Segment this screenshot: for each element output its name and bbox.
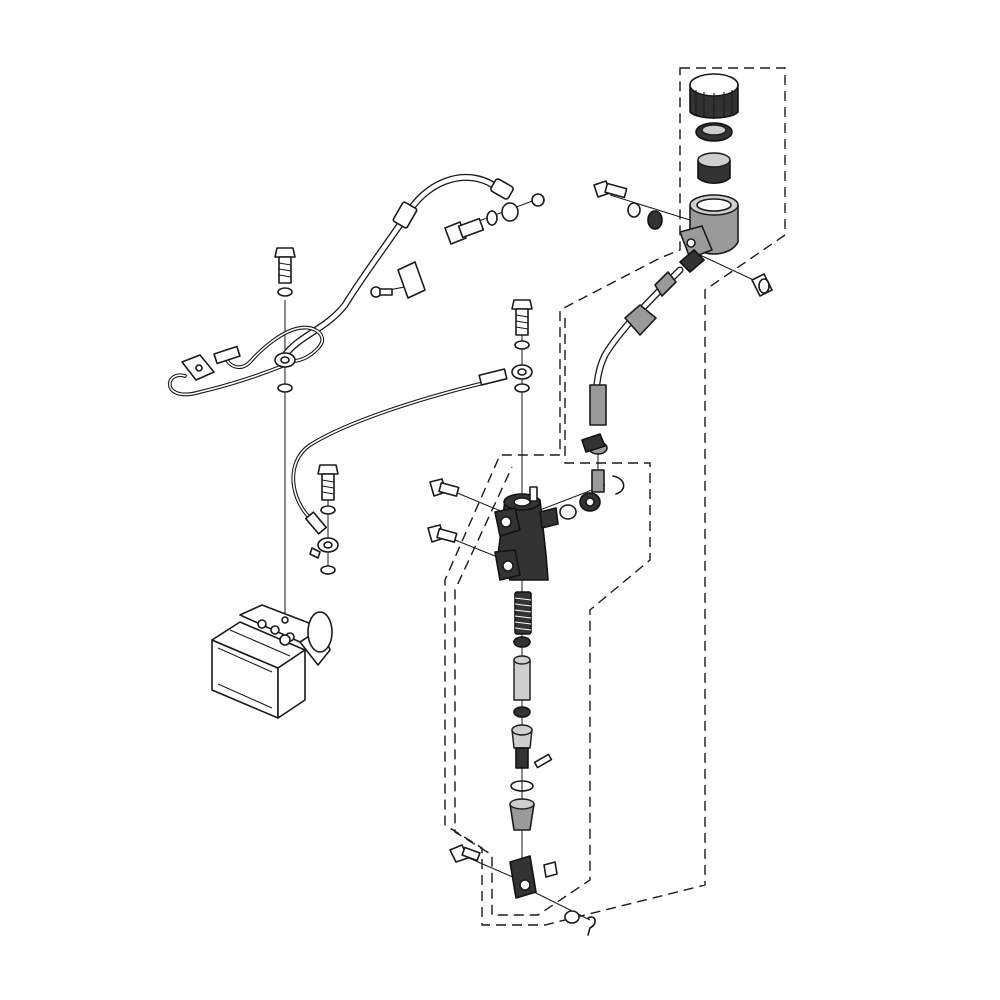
- clevis-washer: [564, 910, 580, 924]
- reservoir-hose: [589, 266, 684, 426]
- banjo-bolt-left: [274, 247, 296, 284]
- brake-hose-upper: [281, 173, 514, 359]
- mounting-bolt-lower: [427, 524, 458, 543]
- brake-pipe-left: [167, 325, 325, 397]
- fluid-reservoir: [679, 194, 739, 273]
- hose-clamp: [370, 261, 426, 299]
- banjo-bolt-middle: [309, 464, 339, 575]
- dust-boot: [509, 798, 535, 831]
- reservoir-bolt: [593, 180, 663, 230]
- push-rod-clevis: [509, 855, 558, 899]
- reservoir-cap: [689, 73, 739, 119]
- snap-ring: [510, 780, 534, 792]
- brake-pipe-long: [291, 368, 508, 535]
- piston: [513, 655, 531, 718]
- diaphragm-plate: [697, 152, 731, 185]
- inlet-fitting: [559, 433, 625, 520]
- banjo-fitting-left: [274, 352, 296, 368]
- push-rod-assembly: [511, 724, 553, 769]
- sealing-washer: [277, 287, 293, 393]
- banjo-bolt-master: [511, 299, 533, 393]
- return-spring: [514, 591, 532, 635]
- rear-master-cylinder: [494, 486, 559, 581]
- reservoir-grommet: [751, 273, 773, 297]
- hose-banjo-bolt: [444, 193, 545, 245]
- reservoir-diaphragm: [695, 122, 733, 142]
- abs-hydraulic-unit: [211, 604, 333, 719]
- cotter-pin: [587, 916, 596, 936]
- mounting-bolt-upper: [429, 478, 460, 497]
- piston-seal: [513, 636, 531, 648]
- clevis-pin: [449, 844, 481, 863]
- assembly-boundary-outline: [444, 67, 786, 926]
